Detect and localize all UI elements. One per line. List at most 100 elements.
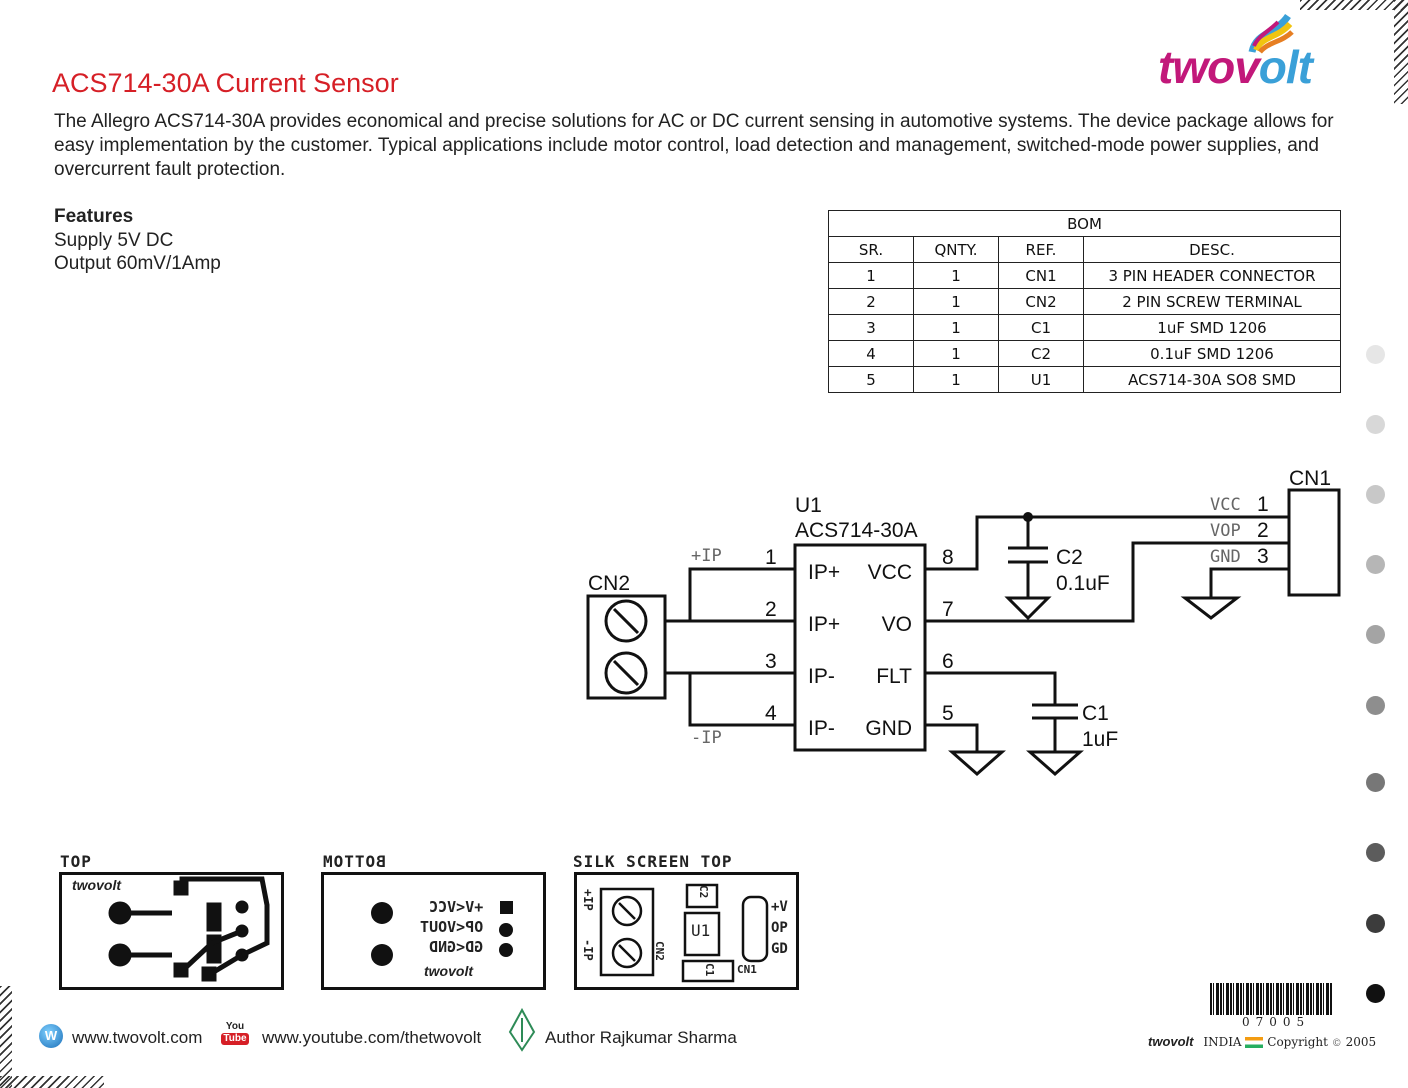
nav-dot [1366,984,1385,1003]
corner-decoration-top-right [1300,0,1408,10]
pcb-silk-label: SILK SCREEN TOP [573,852,733,871]
nav-dot [1366,625,1385,644]
nav-dot [1366,345,1385,364]
pcb-bottom-line: GD<GND [429,938,484,956]
u1-body [793,543,927,752]
net-label: GND [1210,547,1241,567]
pcb-top-view: twovolt [59,872,284,990]
author-text: Author Rajkumar Sharma [545,1028,737,1047]
net-label: -IP [691,728,722,748]
pcb-bottom-label-text: BOTTOM [322,852,386,871]
page-title: ACS714-30A Current Sensor [52,68,399,98]
copyright-country: INDIA [1203,1035,1242,1049]
bom-cell: 1 [913,262,999,289]
pin-number: 8 [942,546,954,569]
pin-number: 2 [765,598,777,621]
nav-dot [1366,485,1385,504]
bom-header-row: SR. QNTY. REF. DESC. [828,236,1341,263]
bom-cell: 1uF SMD 1206 [1083,314,1341,341]
pcb-silk-outlines [599,883,769,983]
net-label: VOP [1210,521,1241,541]
pin-name: IP+ [808,613,840,636]
pin-number: 3 [765,650,777,673]
nav-dot [1366,914,1385,933]
pin-number: 6 [942,650,954,673]
bom-header-cell: REF. [998,236,1084,263]
c2-ref-label: C2 [1056,546,1083,569]
cn1-pin-number: 3 [1257,545,1269,568]
bom-cell: C1 [998,314,1084,341]
nav-dot [1366,415,1385,434]
net-label: +IP [691,546,722,566]
u1-ref-label: U1 [795,494,822,517]
c2-value-label: 0.1uF [1056,572,1110,595]
pin-number: 5 [942,702,954,725]
copyright-line: twovolt INDIA Copyright © 2005 [1148,1034,1376,1049]
pin-name: VCC [868,561,912,584]
bom-header-cell: SR. [828,236,914,263]
youtube-link[interactable]: www.youtube.com/thetwovolt [262,1028,482,1047]
bom-cell: 5 [828,366,914,393]
bom-cell: 1 [913,340,999,367]
silk-ip-neg-label: -IP [581,939,595,961]
pcb-brand: twovolt [72,877,121,893]
pcb-bottom-text: +V<VCC OP<VOUT GD<GND [420,897,483,957]
pin-name: IP+ [808,561,840,584]
bom-cell: 3 PIN HEADER CONNECTOR [1083,262,1341,289]
website-link[interactable]: www.twovolt.com [72,1028,203,1047]
silk-c2-label: C2 [697,885,710,899]
feature-item: Output 60mV/1Amp [54,253,221,274]
pcb-bottom-line: OP<VOUT [420,918,484,936]
bom-cell: 1 [828,262,914,289]
copyright-brand: twovolt [1148,1034,1194,1049]
corner-decoration-bottom-left [0,986,12,1088]
nav-dot [1366,555,1385,574]
bom-cell: C2 [998,340,1084,367]
copyright-symbol-icon: © [1331,1038,1342,1049]
cn1-label: CN1 [1289,467,1331,490]
cn1-pin-number: 2 [1257,519,1269,542]
youtube-icon: You Tube [221,1021,249,1051]
silk-pin-label: GD [771,941,788,957]
india-flag-icon [1245,1037,1264,1048]
bom-cell: 1 [913,314,999,341]
barcode [1210,983,1332,1015]
corner-decoration-right [1394,0,1408,104]
pin-name: IP- [808,665,835,688]
net-label: VCC [1210,495,1241,515]
youtube-icon-bottom: Tube [221,1033,249,1045]
cn2-body [586,594,667,700]
feature-item: Supply 5V DC [54,230,174,251]
pin-number: 1 [765,546,777,569]
pcb-bottom-label: BOTTOM [322,852,386,871]
barcode-number: 07005 [1242,1015,1311,1029]
bom-cell: 2 PIN SCREW TERMINAL [1083,288,1341,315]
c1-value-label: 1uF [1082,728,1118,751]
copyright-year: 2005 [1345,1035,1377,1049]
silk-c1-label: C1 [703,963,716,977]
bom-cell: 0.1uF SMD 1206 [1083,340,1341,367]
bom-cell: 4 [828,340,914,367]
intro-paragraph: The Allegro ACS714-30A provides economic… [54,111,1334,180]
pcb-top-label: TOP [60,852,92,871]
pcb-bottom-pads [371,901,513,966]
bom-cell: CN2 [998,288,1084,315]
nav-dot [1366,696,1385,715]
cn1-body [1287,488,1341,597]
bom-cell: ACS714-30A SO8 SMD [1083,366,1341,393]
pin-name: IP- [808,717,835,740]
bom-cell: 1 [913,288,999,315]
features-heading: Features [54,206,134,227]
flame-icon [1248,13,1294,54]
pen-nib-icon [508,1008,536,1052]
nav-dot [1366,843,1385,862]
bom-cell: 2 [828,288,914,315]
cn1-pin-number: 1 [1257,493,1269,516]
pin-name: VO [882,613,912,636]
twovolt-logo: twovolt [1158,13,1313,94]
youtube-icon-top: You [225,1021,245,1032]
bom-cell: 1 [913,366,999,393]
